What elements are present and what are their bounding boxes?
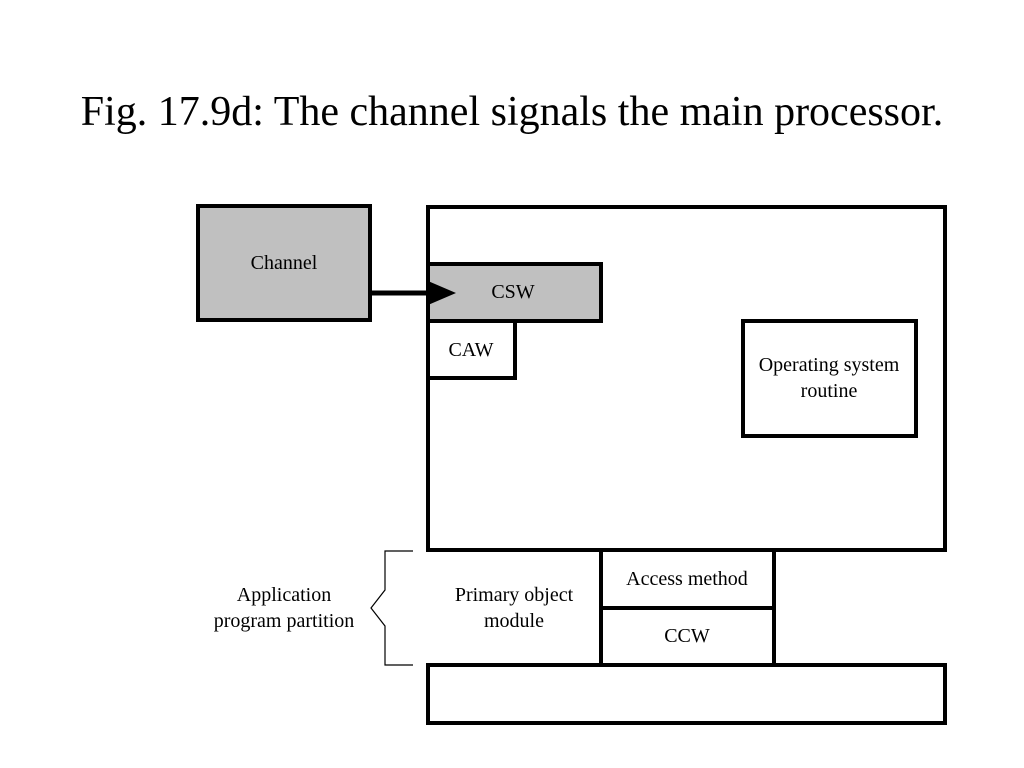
primary-object-module-label-line2: module bbox=[484, 610, 544, 632]
caw-label: CAW bbox=[448, 339, 494, 361]
csw-label: CSW bbox=[491, 281, 535, 303]
access-method-label: Access method bbox=[626, 568, 748, 590]
os-routine-label-line1: Operating system bbox=[758, 354, 900, 376]
ccw-box bbox=[599, 606, 776, 667]
channel-label: Channel bbox=[250, 252, 318, 274]
os-routine-box bbox=[741, 319, 918, 438]
application-partition-label-line1: Application bbox=[236, 584, 332, 606]
application-partition-label-line2: program partition bbox=[213, 610, 355, 632]
ccw-label: CCW bbox=[664, 625, 710, 647]
os-routine-label-line2: routine bbox=[800, 380, 858, 402]
application-partition-brace bbox=[370, 550, 413, 666]
application-partition-label: Application program partition bbox=[196, 582, 372, 634]
primary-object-module-label: Primary object module bbox=[430, 582, 598, 634]
primary-object-module-label-line1: Primary object bbox=[454, 584, 574, 606]
os-routine-label: Operating system routine bbox=[745, 352, 913, 404]
channel-box bbox=[196, 204, 372, 322]
caw-box bbox=[426, 319, 517, 380]
slide-title: Fig. 17.9d: The channel signals the main… bbox=[80, 89, 944, 135]
